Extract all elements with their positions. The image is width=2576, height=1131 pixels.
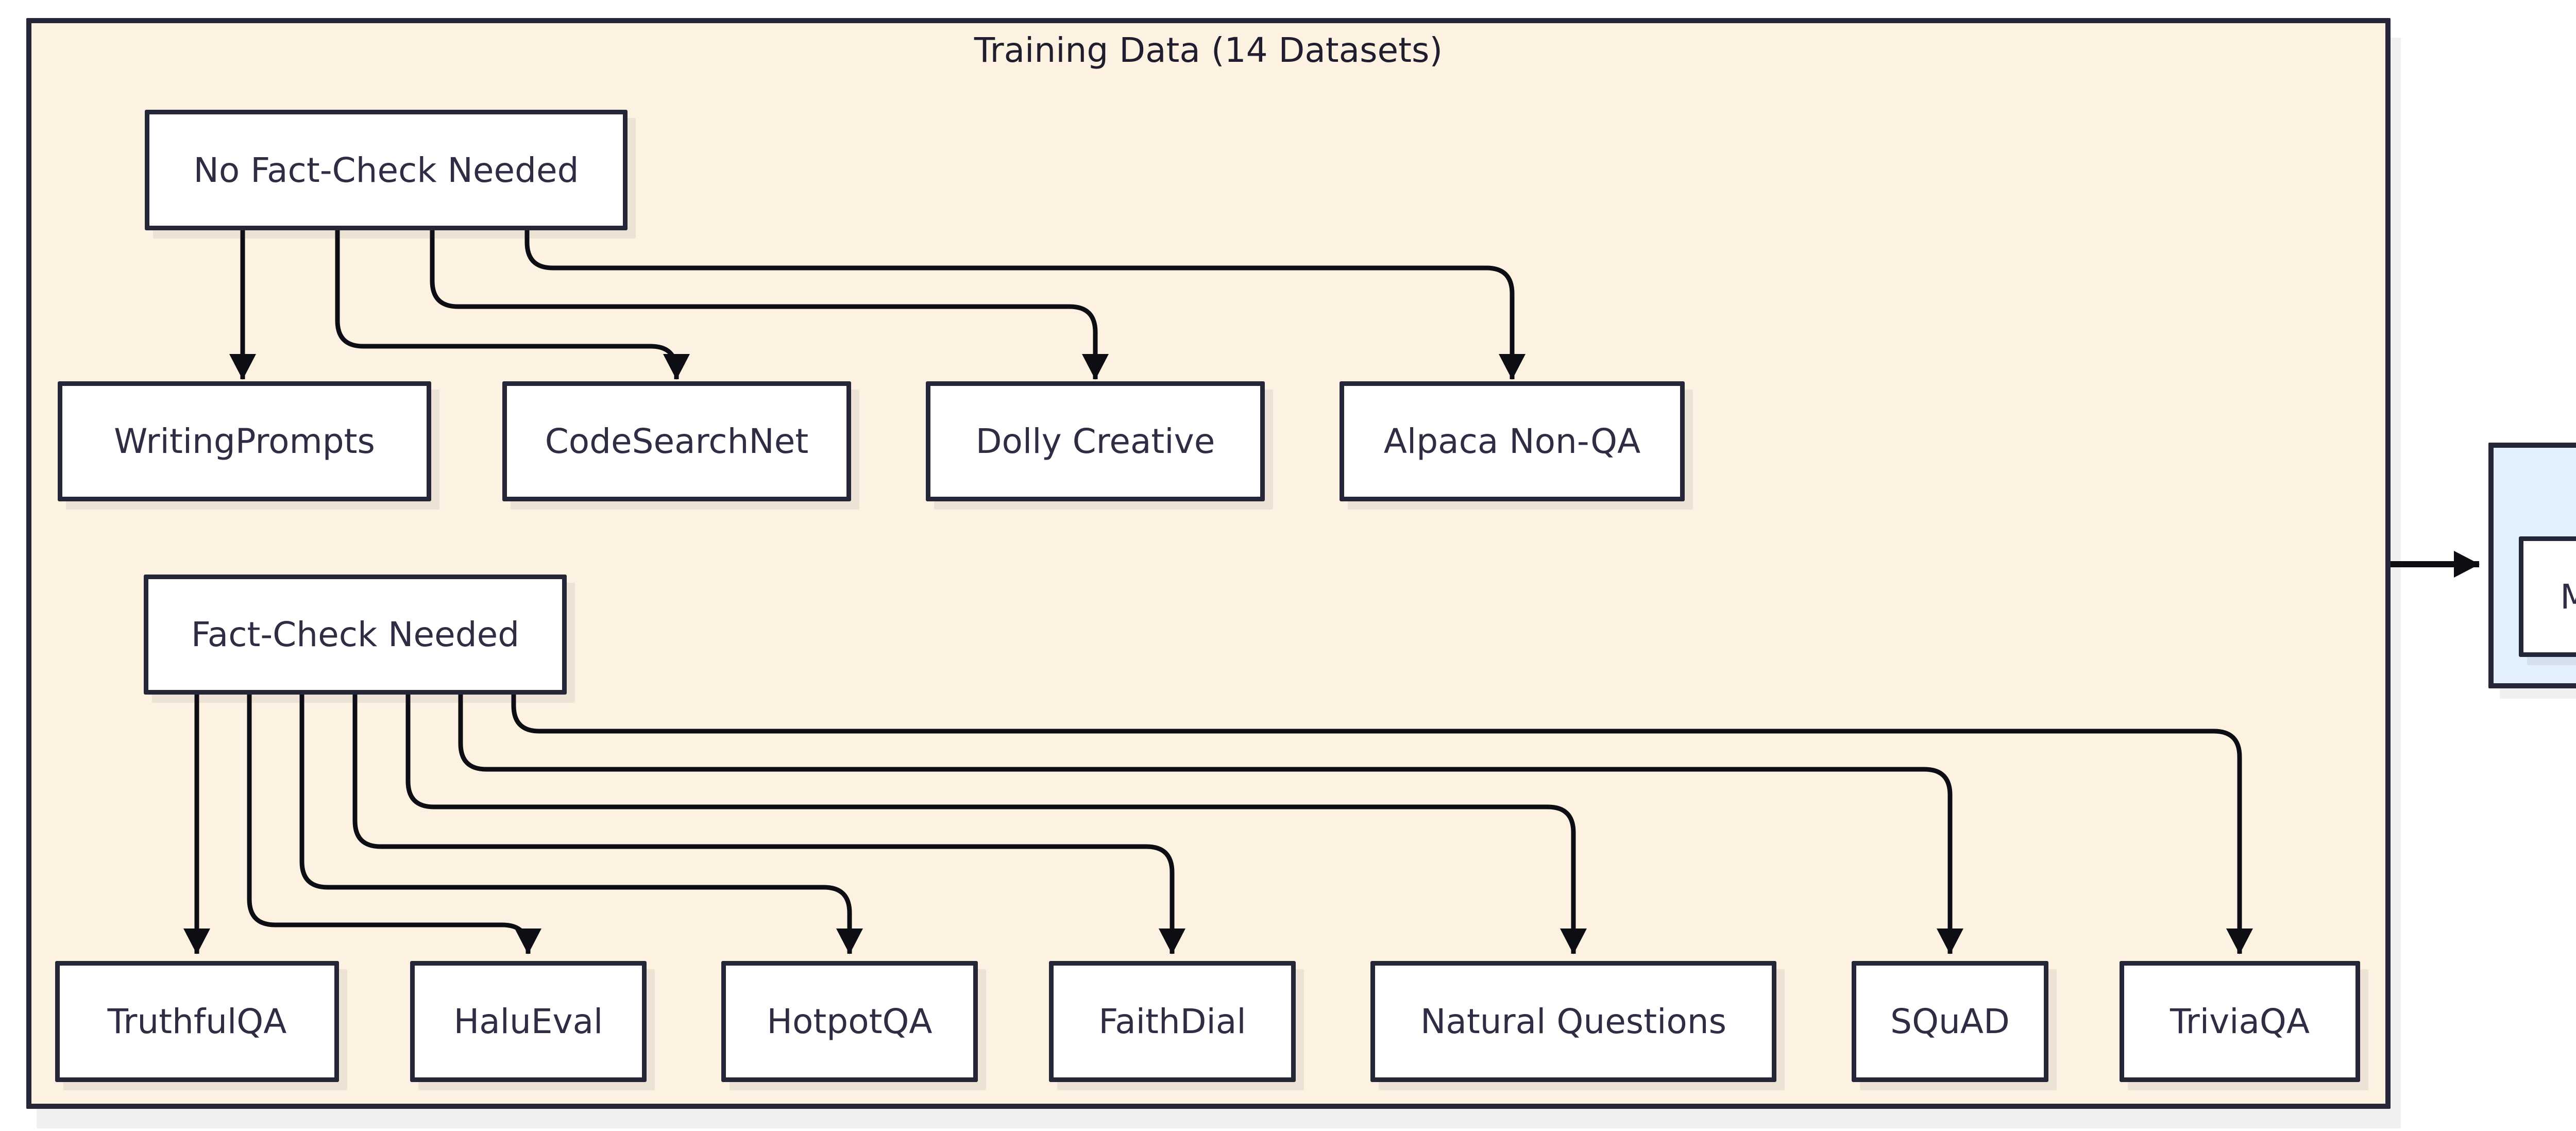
node-squad: SQuAD [1852,961,2048,1082]
node-halueval: HaluEval [410,961,647,1082]
node-writingprompts: WritingPrompts [58,381,431,501]
node-modernbert-base: ModernBERT Base [2519,536,2576,657]
node-alpaca-non-qa: Alpaca Non-QA [1340,381,1685,501]
node-triviaqa: TriviaQA [2120,961,2360,1082]
node-faithdial: FaithDial [1049,961,1296,1082]
halugate-sentinel-group-title: HaluGate Sentinel [2494,455,2576,495]
node-natural-questions: Natural Questions [1370,961,1776,1082]
node-codesearchnet: CodeSearchNet [502,381,851,501]
node-hotpotqa: HotpotQA [721,961,978,1082]
node-fact-check-needed: Fact-Check Needed [144,575,567,695]
training-data-group-title: Training Data (14 Datasets) [974,30,1443,70]
node-dolly-creative: Dolly Creative [926,381,1265,501]
node-truthfulqa: TruthfulQA [55,961,339,1082]
node-no-fact-check-needed: No Fact-Check Needed [145,110,628,230]
